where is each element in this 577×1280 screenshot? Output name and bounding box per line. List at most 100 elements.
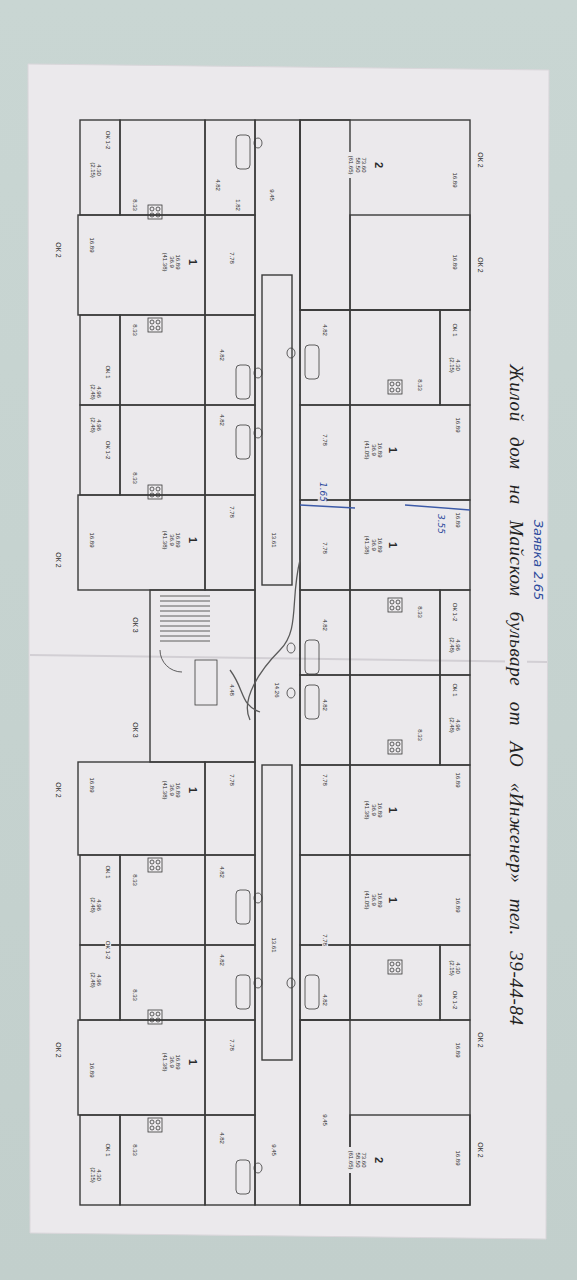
- room-area: 4.82: [219, 413, 225, 427]
- room-outline: [440, 590, 470, 675]
- room-area: 4.30 (2.15): [449, 353, 462, 377]
- room-area: 16.89: [89, 531, 95, 548]
- bathtub: [236, 1160, 250, 1194]
- room-count: 1: [186, 1058, 198, 1066]
- burner: [396, 742, 400, 746]
- window-label: ОК 1: [105, 364, 111, 379]
- room-outline: [262, 275, 292, 585]
- room-area: 7.78: [229, 505, 235, 519]
- room-area: 4.82: [219, 1131, 225, 1145]
- room-area: 8.33: [417, 728, 423, 742]
- room-area: 16.89: [89, 776, 95, 793]
- room-outline: [120, 315, 205, 405]
- window-label: ОК 1: [452, 682, 458, 697]
- pencil-line: [247, 560, 300, 720]
- room-area: 16.89: [455, 1041, 461, 1058]
- room-outline: [255, 120, 300, 1205]
- room-area: 7.78: [322, 433, 328, 447]
- room-area: 7.78: [322, 933, 328, 947]
- room-area: 4.96 (2.48): [90, 893, 103, 917]
- window-label: ОК 3: [131, 721, 138, 738]
- burner: [156, 1126, 160, 1130]
- stair-step: [160, 606, 210, 607]
- stair-step: [160, 611, 210, 612]
- room-outline: [440, 675, 470, 765]
- room-outline: [440, 310, 470, 405]
- room-area: 9.45: [269, 188, 275, 202]
- fixtures: [148, 135, 402, 1194]
- room-count: 1: [386, 806, 398, 814]
- handwritten-note: 3.55: [435, 513, 444, 535]
- room-area: 9.45: [322, 1113, 328, 1127]
- room-area: 16.89: [455, 1149, 461, 1166]
- room-outline: [120, 405, 205, 495]
- room-area: 1.82: [235, 198, 241, 212]
- room-area: 4.30 (2.15): [90, 1163, 103, 1187]
- room-area: 7.78: [322, 541, 328, 555]
- burner: [390, 748, 394, 752]
- burner: [396, 388, 400, 392]
- bathtub: [236, 365, 250, 399]
- stair-step: [160, 616, 210, 617]
- window-label: ОК 1: [105, 864, 111, 879]
- room-outline: [80, 120, 120, 215]
- window-label: ОК 1-2: [452, 602, 458, 623]
- burner: [396, 962, 400, 966]
- room-area: 8.33: [132, 1143, 138, 1157]
- window-label: ОК 2: [54, 1041, 61, 1058]
- room-area: 14.26: [274, 681, 280, 698]
- bathtub: [305, 640, 319, 674]
- apartment-areas: 16.89 36.9 (41.38): [163, 527, 182, 553]
- stove: [388, 960, 402, 974]
- window-label: ОК 1: [452, 322, 458, 337]
- burner: [150, 860, 154, 864]
- room-outline: [350, 765, 470, 855]
- burner: [156, 207, 160, 211]
- room-outline: [350, 945, 440, 1020]
- bathtub: [236, 135, 250, 169]
- room-outline: [120, 120, 205, 215]
- room-outline: [80, 855, 120, 945]
- stair-step: [160, 636, 210, 637]
- burner: [396, 600, 400, 604]
- room-area: 4.82: [219, 865, 225, 879]
- room-count: 1: [386, 541, 398, 549]
- room-outline: [350, 675, 440, 765]
- burner: [150, 326, 154, 330]
- stair-step: [160, 641, 210, 642]
- burner: [156, 493, 160, 497]
- room-area: 13.61: [271, 936, 277, 953]
- window-label: ОК 1-2: [105, 440, 111, 461]
- apartment-areas: 16.89 36.9 (41.38): [365, 532, 384, 558]
- burner: [396, 382, 400, 386]
- burner: [390, 388, 394, 392]
- room-area: 8.33: [132, 198, 138, 212]
- room-outline: [300, 120, 350, 310]
- room-outline: [120, 1115, 205, 1205]
- room-area: 4.96 (2.48): [449, 633, 462, 657]
- room-area: 13.61: [271, 531, 277, 548]
- toilet: [254, 1163, 262, 1173]
- burner: [156, 866, 160, 870]
- room-count: 1: [186, 258, 198, 266]
- room-area: 4.30 (2.15): [90, 158, 103, 182]
- room-area: 8.33: [417, 605, 423, 619]
- walls: [78, 120, 470, 1205]
- apartment-areas: 73.60 58.50 (61.65): [349, 152, 368, 178]
- room-outline: [350, 590, 440, 675]
- burner: [390, 968, 394, 972]
- room-count: 2: [372, 161, 384, 169]
- room-area: 8.33: [417, 993, 423, 1007]
- room-area: 8.33: [132, 873, 138, 887]
- room-outline: [350, 310, 440, 405]
- window-label: ОК 2: [54, 241, 61, 258]
- room-area: 16.89: [455, 511, 461, 528]
- room-outline: [300, 590, 350, 675]
- room-outline: [205, 495, 255, 590]
- room-area: 4.82: [322, 698, 328, 712]
- room-outline: [350, 215, 470, 310]
- burner: [156, 860, 160, 864]
- room-area: 8.33: [132, 323, 138, 337]
- room-area: 7.78: [229, 1038, 235, 1052]
